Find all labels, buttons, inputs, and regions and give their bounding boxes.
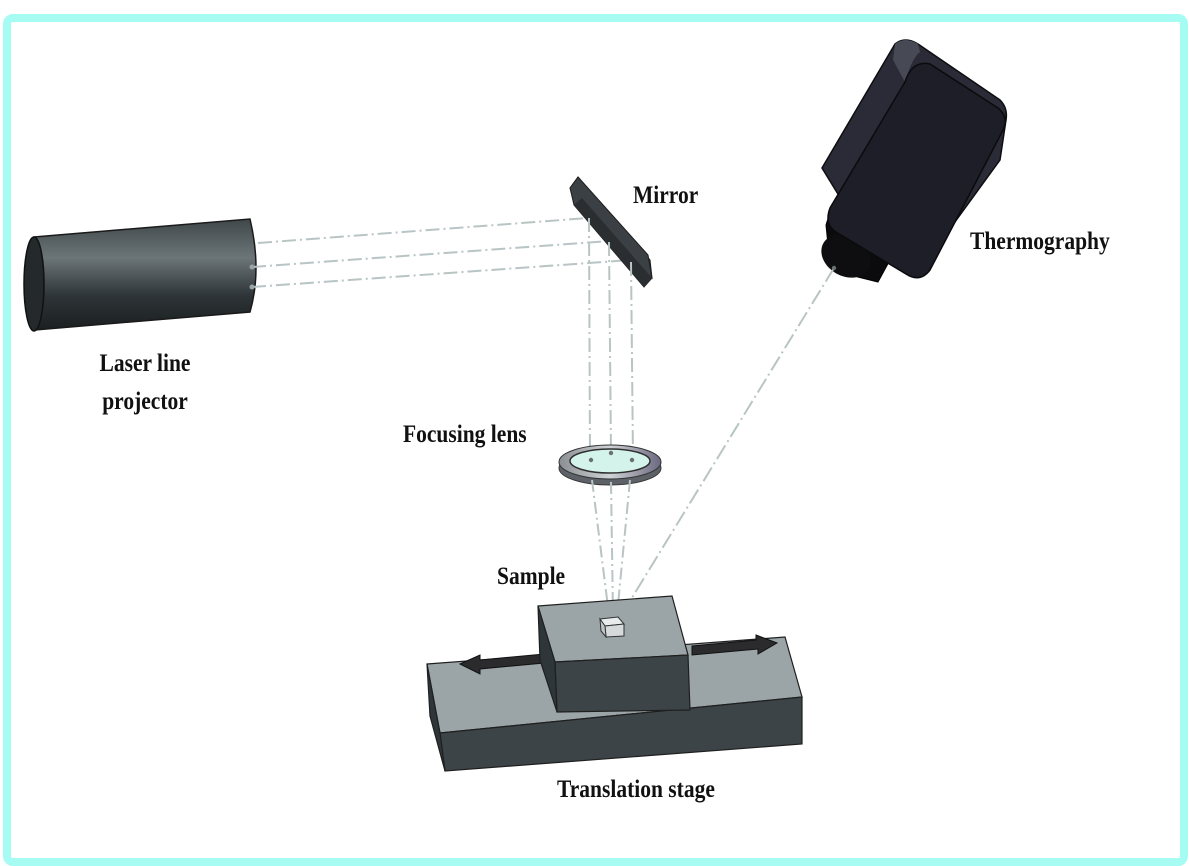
stage-carriage: [537, 595, 691, 713]
beam-points: [249, 264, 255, 290]
label-laser-line-2: projector: [102, 388, 188, 415]
label-thermography: Thermography: [970, 228, 1110, 255]
lens-to-sample-beams: [591, 479, 631, 616]
mirror: [569, 176, 653, 288]
laser-projector: [23, 218, 257, 332]
label-translation-stage: Translation stage: [557, 776, 715, 803]
label-focusing-lens: Focusing lens: [403, 421, 527, 448]
label-mirror: Mirror: [633, 182, 699, 209]
right-arrow-icon: [691, 634, 779, 656]
thermography-camera: [821, 39, 1008, 283]
focusing-lens: [558, 444, 662, 486]
mirror-to-lens-beams: [588, 217, 634, 459]
laser-beams: [251, 217, 632, 288]
camera-beam: [621, 267, 835, 615]
sample: [599, 616, 625, 639]
label-laser-line-1: Laser line: [99, 350, 191, 377]
label-sample: Sample: [497, 563, 566, 590]
camera-beam-point: [831, 265, 837, 271]
